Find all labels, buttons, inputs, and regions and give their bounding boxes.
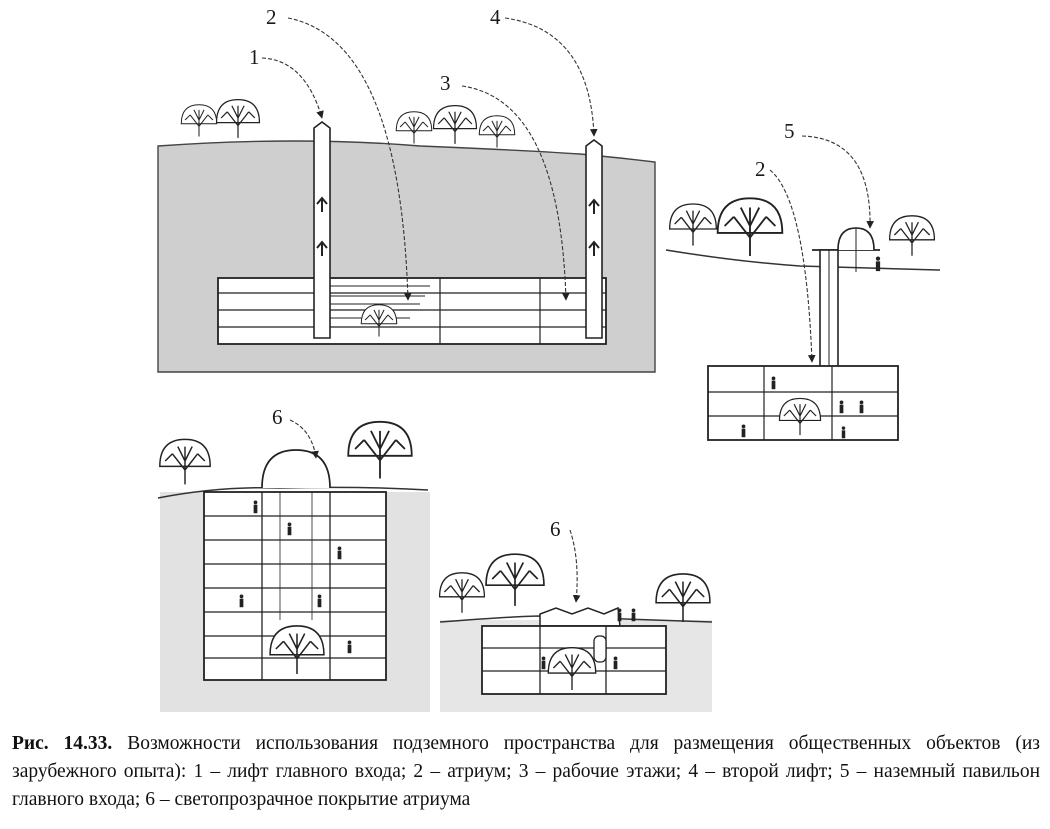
panel-d-section: 6 xyxy=(438,517,713,712)
label-1: 1 xyxy=(249,45,260,69)
caption-text: Возможности использования подземного про… xyxy=(12,733,1040,810)
label-4: 4 xyxy=(490,5,501,29)
caption-figure-number: Рис. 14.33. xyxy=(12,733,113,754)
panel-a-lift-2 xyxy=(585,139,603,339)
panel-a-tree-2 xyxy=(215,98,261,139)
panel-a-lift-1 xyxy=(313,121,331,339)
panel-d-skylight xyxy=(539,606,621,627)
panel-c-tree-2 xyxy=(347,420,413,480)
label-5: 5 xyxy=(784,119,795,143)
panel-a-tree-3 xyxy=(395,111,433,145)
panel-b-ground xyxy=(665,249,940,271)
panel-d-tree-1 xyxy=(438,572,486,614)
label-2: 2 xyxy=(266,5,277,29)
label-3: 3 xyxy=(440,71,451,95)
panel-a-tree-1 xyxy=(180,104,218,138)
panel-d-tree-3 xyxy=(655,573,711,622)
panel-b-section: 5 2 xyxy=(665,119,940,441)
panel-a-section: 1 2 3 4 xyxy=(157,5,656,373)
figure-caption: Рис. 14.33. Возможности использования по… xyxy=(12,730,1040,814)
panel-a-tree-5 xyxy=(478,115,516,148)
panel-a-atrium-steps xyxy=(330,285,430,319)
label-2b: 2 xyxy=(755,157,766,181)
panel-c-dome xyxy=(261,449,331,489)
label-6: 6 xyxy=(272,405,283,429)
panel-a-tree-4 xyxy=(432,104,478,145)
panel-b-tree-1 xyxy=(668,203,718,247)
figure-illustration: 1 2 3 4 5 2 xyxy=(157,5,940,712)
panel-b-tree-2 xyxy=(716,197,784,256)
panel-c-tree-1 xyxy=(159,438,211,486)
panel-a-building xyxy=(217,277,607,345)
panel-b-tree-3 xyxy=(888,215,936,257)
panel-c-section: 6 xyxy=(157,405,430,712)
panel-d-tree-2 xyxy=(485,553,545,607)
label-6b: 6 xyxy=(550,517,561,541)
